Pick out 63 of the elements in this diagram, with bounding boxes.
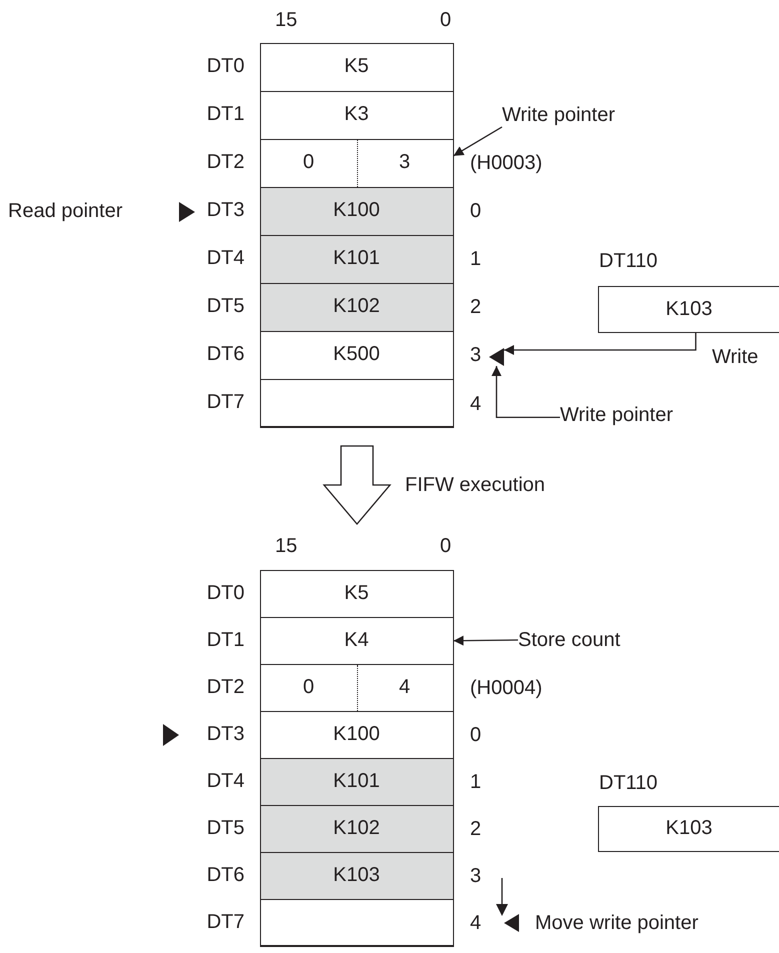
annotation-text: Move write pointer xyxy=(535,911,698,935)
index-number: 1 xyxy=(470,247,482,271)
arrow xyxy=(453,126,502,156)
index-number: 2 xyxy=(470,817,482,841)
cell-value: K100 xyxy=(333,198,380,220)
register-name: DT1 xyxy=(206,628,244,652)
arrow xyxy=(454,636,518,646)
bit-number: 15 xyxy=(275,534,298,558)
annotation-text: Write pointer xyxy=(502,103,616,127)
register-name: DT3 xyxy=(206,722,244,746)
cell-value: K500 xyxy=(333,342,380,364)
arrow xyxy=(492,366,560,418)
index-number: 3 xyxy=(470,343,482,367)
cell-value: K3 xyxy=(344,102,369,124)
register-name: DT2 xyxy=(206,150,244,174)
annotation-text: Write pointer xyxy=(560,403,674,427)
cell-value: K5 xyxy=(344,54,369,76)
cell-value: K100 xyxy=(333,722,380,744)
register-name: DT6 xyxy=(206,862,244,888)
cell-value: K101 xyxy=(333,246,380,268)
cell-value: 0 xyxy=(302,150,316,174)
cell-value: K102 xyxy=(333,294,380,316)
hex-value: (H0004) xyxy=(470,676,542,700)
index-number: 4 xyxy=(470,392,482,416)
index-number: 2 xyxy=(470,295,482,319)
arrow xyxy=(504,333,696,355)
register-name: DT6 xyxy=(206,342,244,366)
register-name: DT1 xyxy=(206,102,244,126)
cell-value: K103 xyxy=(666,817,712,839)
index-number: 0 xyxy=(470,199,482,223)
cell-value: K5 xyxy=(344,582,369,604)
register-name: DT5 xyxy=(206,816,244,840)
cell-value: K103 xyxy=(666,298,712,320)
register-name: DT2 xyxy=(206,674,244,700)
register-name: DT7 xyxy=(206,910,244,934)
register-name: DT5 xyxy=(206,294,244,318)
register-name: DT110 xyxy=(599,249,658,273)
index-number: 1 xyxy=(470,770,482,794)
register-name: DT4 xyxy=(206,246,244,270)
index-number: 4 xyxy=(470,911,482,935)
cell-value: 0 xyxy=(302,674,316,700)
register-name: DT7 xyxy=(206,390,244,414)
cell-value: K101 xyxy=(333,770,380,792)
register-name: DT0 xyxy=(206,54,244,78)
pointer-triangle-icon xyxy=(489,348,504,366)
register-name: DT3 xyxy=(206,198,244,222)
annotation-text: Store count xyxy=(518,628,620,652)
bit-number: 0 xyxy=(440,8,452,32)
block-arrow xyxy=(322,445,392,525)
bit-number: 0 xyxy=(440,534,452,558)
cell-value: K103 xyxy=(333,864,380,886)
cell-value: 3 xyxy=(398,150,412,174)
hex-value: (H0003) xyxy=(470,151,542,175)
bit-number: 15 xyxy=(275,8,298,32)
register-name: DT0 xyxy=(206,580,244,606)
index-number: 3 xyxy=(470,864,482,888)
register-name: DT4 xyxy=(206,768,244,794)
index-number: 0 xyxy=(470,723,482,747)
pointer-label: Read pointer xyxy=(8,199,123,223)
cell-value: K4 xyxy=(344,628,369,650)
register-name: DT110 xyxy=(599,771,658,795)
cell-value: 4 xyxy=(398,674,412,700)
cell-value: K102 xyxy=(333,816,380,838)
